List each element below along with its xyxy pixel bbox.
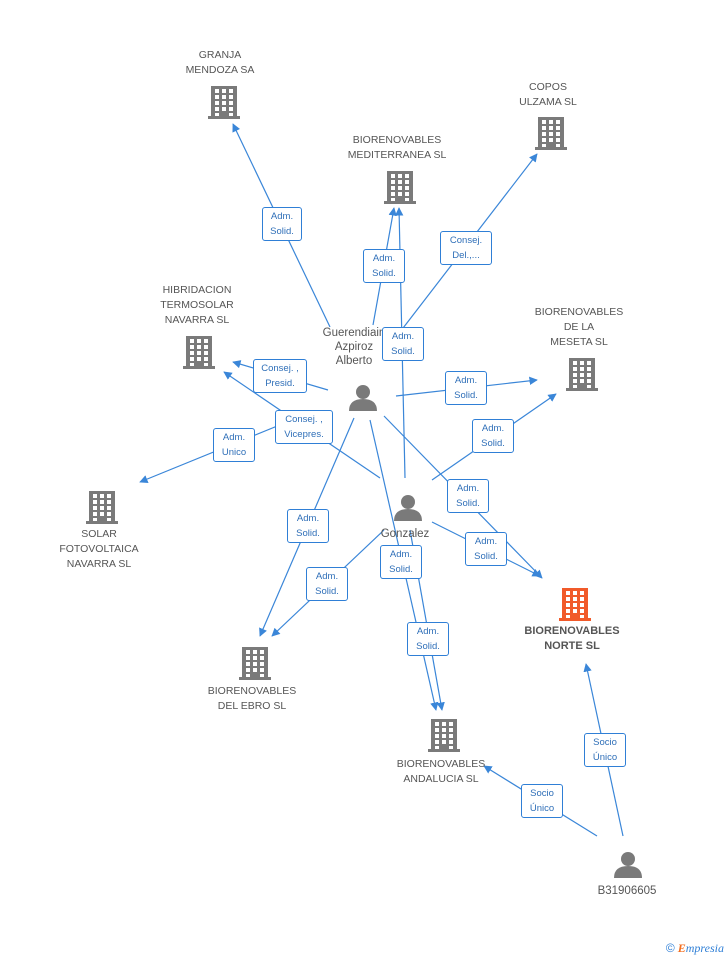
person-guerendiain-label[interactable]: Guerendiain Azpiroz Alberto bbox=[322, 327, 386, 367]
edge-label-e2[interactable]: Consej.Del.,... bbox=[440, 231, 492, 265]
person-guerendiain-icon[interactable] bbox=[349, 385, 377, 411]
company-ebro-label[interactable]: BIORENOVABLES DEL EBRO SL bbox=[207, 685, 297, 712]
edge-label-e12[interactable]: Adm.Solid. bbox=[287, 509, 329, 543]
person-gonzalez-icon[interactable] bbox=[394, 495, 422, 521]
company-granja-building-icon[interactable] bbox=[208, 86, 240, 119]
company-solar-label[interactable]: SOLAR FOTOVOLTAICA NAVARRA SL bbox=[59, 528, 139, 570]
company-mediterranea-building-icon[interactable] bbox=[384, 171, 416, 204]
company-mediterranea-label[interactable]: BIORENOVABLES MEDITERRANEA SL bbox=[347, 134, 447, 161]
edge-label-e3[interactable]: Adm.Solid. bbox=[363, 249, 405, 283]
company-andalucia-building-icon[interactable] bbox=[428, 719, 460, 752]
edge-label-e7[interactable]: Consej. ,Vicepres. bbox=[275, 410, 333, 444]
brand-name: mpresia bbox=[685, 941, 724, 955]
company-andalucia-label[interactable]: BIORENOVABLES ANDALUCIA SL bbox=[396, 758, 486, 785]
edge-label-e1[interactable]: Adm.Solid. bbox=[262, 207, 302, 241]
company-hibridacion-building-icon[interactable] bbox=[183, 336, 215, 369]
edge-label-e5[interactable]: Consej. ,Presid. bbox=[253, 359, 307, 393]
edge-label-e9[interactable]: Adm.Solid. bbox=[472, 419, 514, 453]
company-ebro-building-icon[interactable] bbox=[239, 647, 271, 680]
person-b31906605-icon[interactable] bbox=[614, 852, 642, 878]
company-copos-label[interactable]: COPOS ULZAMA SL bbox=[519, 81, 577, 108]
edge-label-e4[interactable]: Adm.Solid. bbox=[382, 327, 424, 361]
person-b31906605-label[interactable]: B31906605 bbox=[597, 885, 657, 897]
edge-label-e10[interactable]: Adm.Solid. bbox=[447, 479, 489, 513]
copyright-icon: © bbox=[665, 941, 675, 955]
edge-label-e6[interactable]: Adm.Solid. bbox=[445, 371, 487, 405]
company-copos-building-icon[interactable] bbox=[535, 117, 567, 150]
edge-label-e14[interactable]: Adm.Solid. bbox=[380, 545, 422, 579]
company-meseta-label[interactable]: BIORENOVABLES DE LA MESETA SL bbox=[534, 306, 624, 348]
company-norte-building-icon[interactable] bbox=[559, 588, 591, 621]
edge-label-e13[interactable]: Adm.Solid. bbox=[306, 567, 348, 601]
brand-footer: © Empresia bbox=[666, 941, 724, 956]
edge-label-e11[interactable]: Adm.Solid. bbox=[465, 532, 507, 566]
brand-initial: E bbox=[677, 941, 686, 955]
edge-label-e15[interactable]: Adm.Solid. bbox=[407, 622, 449, 656]
company-granja-label[interactable]: GRANJA MENDOZA SA bbox=[185, 49, 255, 76]
company-norte-label[interactable]: BIORENOVABLES NORTE SL bbox=[524, 625, 620, 652]
edge-label-e8[interactable]: Adm.Unico bbox=[213, 428, 255, 462]
company-meseta-building-icon[interactable] bbox=[566, 358, 598, 391]
company-hibridacion-label[interactable]: HIBRIDACION TERMOSOLAR NAVARRA SL bbox=[160, 284, 234, 326]
company-solar-building-icon[interactable] bbox=[86, 491, 118, 524]
